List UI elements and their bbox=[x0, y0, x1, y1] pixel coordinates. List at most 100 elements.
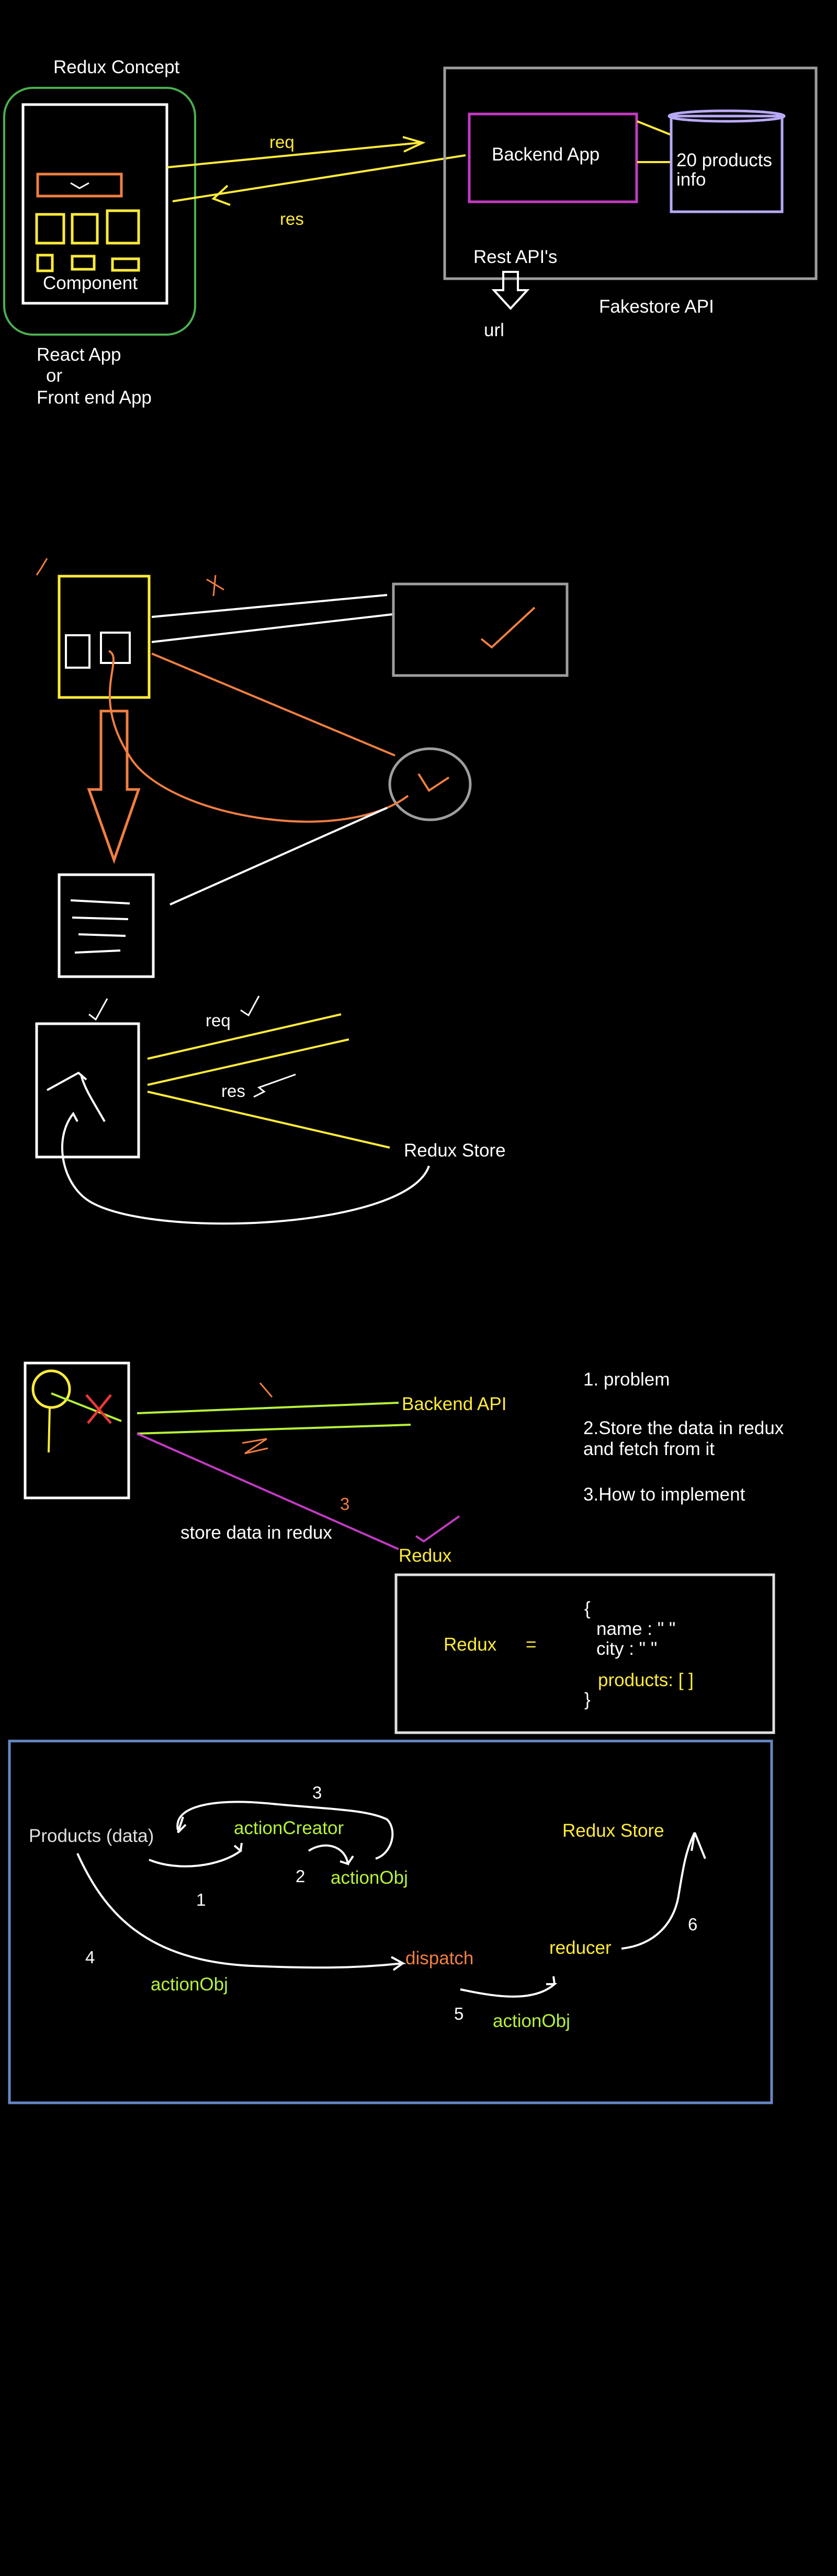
products-db bbox=[670, 115, 784, 213]
component-box bbox=[21, 103, 168, 305]
action-obj-label: actionObj bbox=[493, 2011, 570, 2031]
check-mark-icon bbox=[240, 995, 260, 1017]
check-mark-icon bbox=[417, 773, 450, 792]
products-label-line2: info bbox=[676, 169, 706, 190]
connector-line bbox=[151, 613, 393, 643]
react-app-label-line1: React App bbox=[37, 345, 121, 365]
products-data-label: Products (data) bbox=[29, 1826, 154, 1846]
store-data-label: store data in redux bbox=[180, 1522, 332, 1543]
section-redux-concept: Redux Concept Component req res Backend … bbox=[3, 57, 818, 408]
req-label: req bbox=[206, 1011, 231, 1030]
note-item: 2.Store the data in redux bbox=[583, 1418, 784, 1438]
react-app-label-line3: Front end App bbox=[37, 387, 152, 408]
orange-tick bbox=[259, 1382, 273, 1398]
doc-line bbox=[74, 949, 121, 954]
orange-scribble bbox=[242, 1438, 268, 1455]
note-item: 3.How to implement bbox=[583, 1484, 745, 1505]
req-arrowhead bbox=[402, 136, 426, 153]
backend-app-box bbox=[468, 112, 638, 203]
big-down-arrow-icon bbox=[87, 709, 141, 864]
component-box bbox=[24, 1361, 130, 1499]
scribble bbox=[47, 1071, 87, 1091]
url-label: url bbox=[484, 320, 504, 340]
check-mark-icon bbox=[415, 1515, 460, 1543]
loop-curve bbox=[61, 1112, 430, 1225]
section-problem: Backend API store data in redux 3 Redux … bbox=[24, 1361, 784, 1566]
res-line bbox=[172, 154, 466, 202]
down-arrow-icon bbox=[491, 271, 530, 310]
scribble bbox=[80, 1074, 106, 1122]
yellow-circle bbox=[31, 1369, 71, 1409]
yellow-small-tile bbox=[111, 257, 140, 272]
name-field: name : " " bbox=[596, 1619, 675, 1639]
flow-arrow-2 bbox=[308, 1844, 354, 1865]
flow-arrowhead bbox=[177, 1816, 187, 1834]
flow-arrow-6 bbox=[621, 1832, 706, 1950]
yellow-small-tile bbox=[71, 255, 96, 271]
backend-app-label: Backend App bbox=[492, 144, 600, 165]
backend-api-label: Backend API bbox=[402, 1394, 506, 1414]
redux-object-box bbox=[394, 1573, 775, 1734]
brace-close: } bbox=[584, 1689, 591, 1710]
step-number-label: 5 bbox=[454, 2004, 463, 2023]
doc-line bbox=[72, 917, 129, 920]
orange-header-bar bbox=[36, 173, 123, 198]
res-arrowhead bbox=[211, 185, 231, 206]
step-number-label: 2 bbox=[296, 1867, 305, 1886]
red-cross-icon bbox=[85, 1394, 112, 1424]
reducer-label: reducer bbox=[549, 1938, 612, 1958]
redux-label: Redux bbox=[444, 1634, 497, 1655]
fakestore-api-label: Fakestore API bbox=[599, 296, 714, 317]
db-cap bbox=[668, 109, 786, 123]
city-field: city : " " bbox=[596, 1639, 657, 1659]
component-label: Component bbox=[43, 273, 138, 293]
doc-line bbox=[78, 933, 126, 937]
flow-arrow-4 bbox=[76, 1853, 406, 1971]
req-line bbox=[147, 1013, 342, 1060]
cross-icon bbox=[206, 575, 224, 597]
note-item: and fetch from it bbox=[583, 1439, 715, 1459]
store-line bbox=[147, 1091, 390, 1149]
res-line bbox=[147, 1038, 349, 1086]
db-connector bbox=[637, 120, 672, 136]
yellow-tile bbox=[106, 209, 140, 245]
rest-apis-label: Rest API's bbox=[473, 247, 557, 267]
res-label: res bbox=[221, 1081, 245, 1101]
yellow-tile bbox=[71, 213, 99, 245]
fakestore-api-box bbox=[443, 66, 818, 280]
check-mark-icon bbox=[253, 1073, 296, 1098]
check-mark-icon bbox=[36, 558, 48, 576]
yellow-component-box bbox=[58, 575, 151, 699]
orange-curve bbox=[108, 650, 409, 823]
yellow-stem bbox=[48, 1407, 51, 1453]
dispatch-label: dispatch bbox=[405, 1948, 473, 1968]
doc-line bbox=[70, 899, 130, 905]
req-line bbox=[167, 142, 420, 168]
react-app-label-line2: or bbox=[46, 365, 62, 386]
connector-line bbox=[151, 594, 388, 618]
flow-arrow-5 bbox=[460, 1976, 558, 1998]
redux-line bbox=[137, 1433, 399, 1550]
step-number-label: 1 bbox=[196, 1890, 206, 1909]
redux-store-label: Redux Store bbox=[404, 1140, 506, 1161]
note-item: 1. problem bbox=[583, 1369, 670, 1390]
action-creator-label: actionCreator bbox=[234, 1818, 344, 1838]
backend-line bbox=[137, 1402, 399, 1414]
backend-line bbox=[137, 1424, 411, 1435]
products-field: products: [ ] bbox=[598, 1670, 694, 1690]
step-number-label: 3 bbox=[340, 1494, 349, 1514]
orange-connector bbox=[151, 652, 395, 757]
check-mark-icon bbox=[70, 182, 89, 189]
req-label: req bbox=[269, 132, 295, 152]
brace-open: { bbox=[584, 1598, 591, 1619]
action-obj-label: actionObj bbox=[331, 1868, 408, 1888]
section-redux-flow: Products (data) actionCreator actionObj … bbox=[8, 1739, 773, 2104]
yellow-small-tile bbox=[36, 254, 54, 272]
title-redux-concept: Redux Concept bbox=[53, 57, 180, 77]
action-obj-label: actionObj bbox=[151, 1974, 228, 1995]
document-box bbox=[58, 873, 155, 978]
step-number-label: 3 bbox=[312, 1783, 322, 1802]
res-label: res bbox=[280, 209, 304, 228]
connector-line bbox=[169, 807, 388, 906]
